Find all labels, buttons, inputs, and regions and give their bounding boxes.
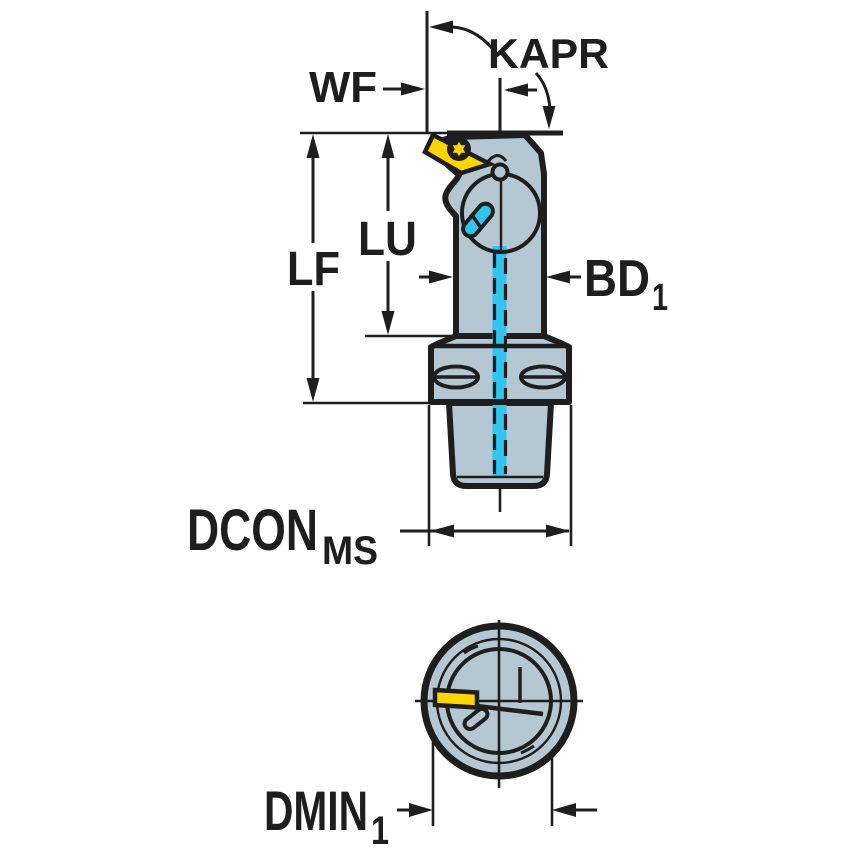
arc-tick-lower — [520, 744, 535, 755]
label-wf: WF — [309, 63, 377, 112]
flange-slot-left — [432, 364, 480, 390]
dcon-arrowhead-right-icon — [546, 524, 570, 538]
lu-arrowhead-down-icon — [381, 311, 395, 335]
kapr-leader-curve — [451, 25, 494, 50]
end-view: DMIN 1 — [264, 620, 597, 853]
dimension-bd1: BD 1 — [419, 250, 668, 319]
label-bd-subscript: 1 — [652, 277, 668, 319]
wf-arrowhead-icon — [401, 82, 425, 96]
label-dcon: DCON — [187, 498, 318, 563]
lu-arrowhead-up-icon — [381, 134, 395, 158]
label-dmin-subscript: 1 — [371, 809, 389, 853]
dimension-lf: LF — [287, 134, 340, 402]
dimension-dmin1: DMIN 1 — [264, 737, 597, 853]
label-kapr: KAPR — [488, 30, 609, 77]
kapr-angle-arrowhead-icon — [504, 83, 528, 97]
torx-star-icon — [452, 145, 466, 157]
dcon-arrowhead-left-icon — [430, 524, 454, 538]
nozzle-mark — [470, 214, 483, 229]
dmin-arrowhead-right-icon — [409, 803, 433, 817]
label-dmin: DMIN — [264, 779, 368, 842]
label-lu: LU — [358, 213, 417, 266]
bd1-arrowhead-right-icon — [429, 270, 453, 284]
dimension-kapr: KAPR — [429, 20, 609, 129]
kapr-arrowhead-left-icon — [429, 20, 453, 34]
label-bd: BD — [584, 250, 650, 308]
lf-arrowhead-down-icon — [306, 378, 320, 402]
dimension-lu: LU — [358, 134, 417, 335]
bd1-arrowhead-left-icon — [546, 270, 570, 284]
arc-tick-upper — [463, 644, 479, 655]
edge-chord-line — [476, 703, 544, 717]
lf-arrowhead-up-icon — [306, 134, 320, 158]
coolant-nozzle — [461, 201, 495, 239]
dimension-wf: WF — [309, 63, 425, 112]
label-lf: LF — [287, 243, 340, 296]
pivot-hole — [490, 162, 510, 182]
insert-screw — [447, 137, 471, 161]
insert-tip-end-view — [432, 687, 480, 710]
dmin-arrowhead-left-icon — [552, 803, 576, 817]
flange-slot-right — [519, 364, 567, 390]
kapr-arc-arrowhead-icon — [542, 106, 556, 129]
label-dcon-subscript: MS — [322, 529, 378, 573]
dimension-dcon: DCON MS — [187, 405, 573, 573]
coolant-outlet-slot — [462, 706, 490, 732]
side-view: KAPR WF LF LU BD 1 — [187, 11, 668, 573]
